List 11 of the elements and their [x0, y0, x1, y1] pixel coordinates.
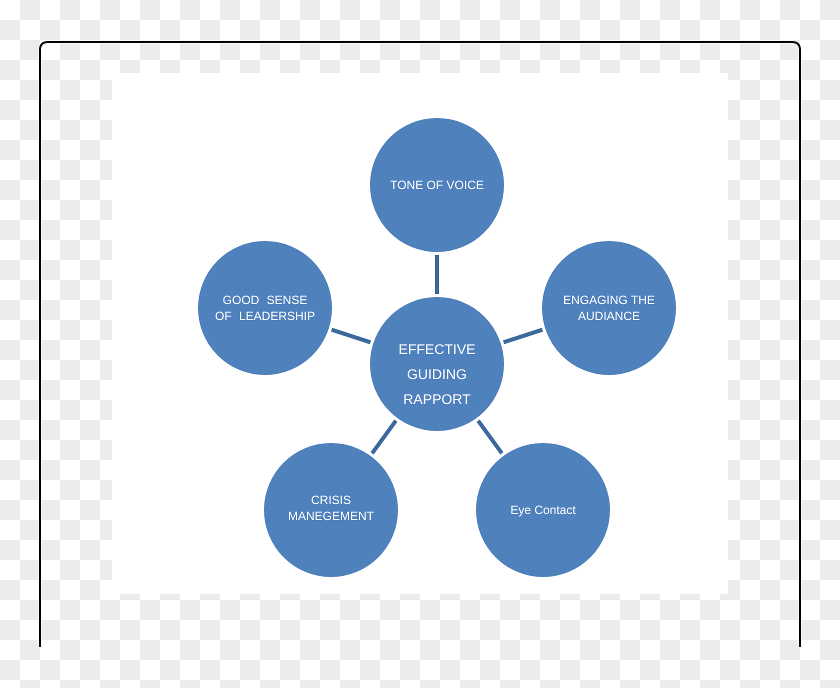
connector-line — [476, 419, 504, 455]
connector-line — [502, 328, 544, 344]
node-label: CRISIS MANEGEMENT — [286, 492, 375, 524]
node-label: EFFECTIVE GUIDING RAPPORT — [397, 340, 476, 408]
connector-line — [330, 328, 372, 344]
node-label: Eye Contact — [509, 502, 577, 518]
connector-line — [435, 255, 439, 294]
node-label: TONE OF VOICE — [389, 177, 485, 193]
node-label: ENGAGING THE AUDIANCE — [562, 292, 656, 324]
connector-line — [370, 419, 398, 455]
node-label: GOOD SENSE OF LEADERSHIP — [214, 292, 316, 324]
